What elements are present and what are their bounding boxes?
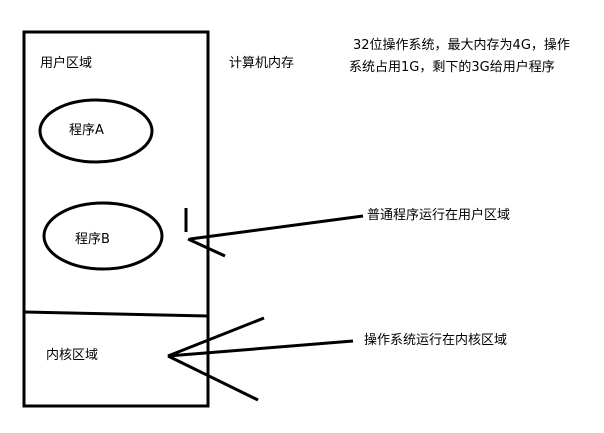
user-area-label: 用户区域 <box>40 56 93 71</box>
user-programs-note: 普通程序运行在用户区域 <box>367 208 511 223</box>
kernel-area-arrow <box>167 316 354 402</box>
kernel-area-label: 内核区域 <box>46 348 99 363</box>
user-kernel-divider <box>23 310 209 318</box>
memory-label: 计算机内存 <box>229 56 295 71</box>
kernel-note: 操作系统运行在内核区域 <box>364 333 508 348</box>
os-memory-note-line-2: 系统占用1G，剩下的3G给用户程序 <box>349 60 555 75</box>
program-a-label: 程序A <box>69 123 104 138</box>
os-memory-note-line-1: 32位操作系统，最大内存为4G，操作 <box>353 38 570 53</box>
memory-box <box>22 30 210 408</box>
program-b-label: 程序B <box>75 232 110 247</box>
user-area-arrow <box>184 208 364 258</box>
program-b-ellipse <box>42 201 164 271</box>
program-a-ellipse <box>38 98 154 164</box>
